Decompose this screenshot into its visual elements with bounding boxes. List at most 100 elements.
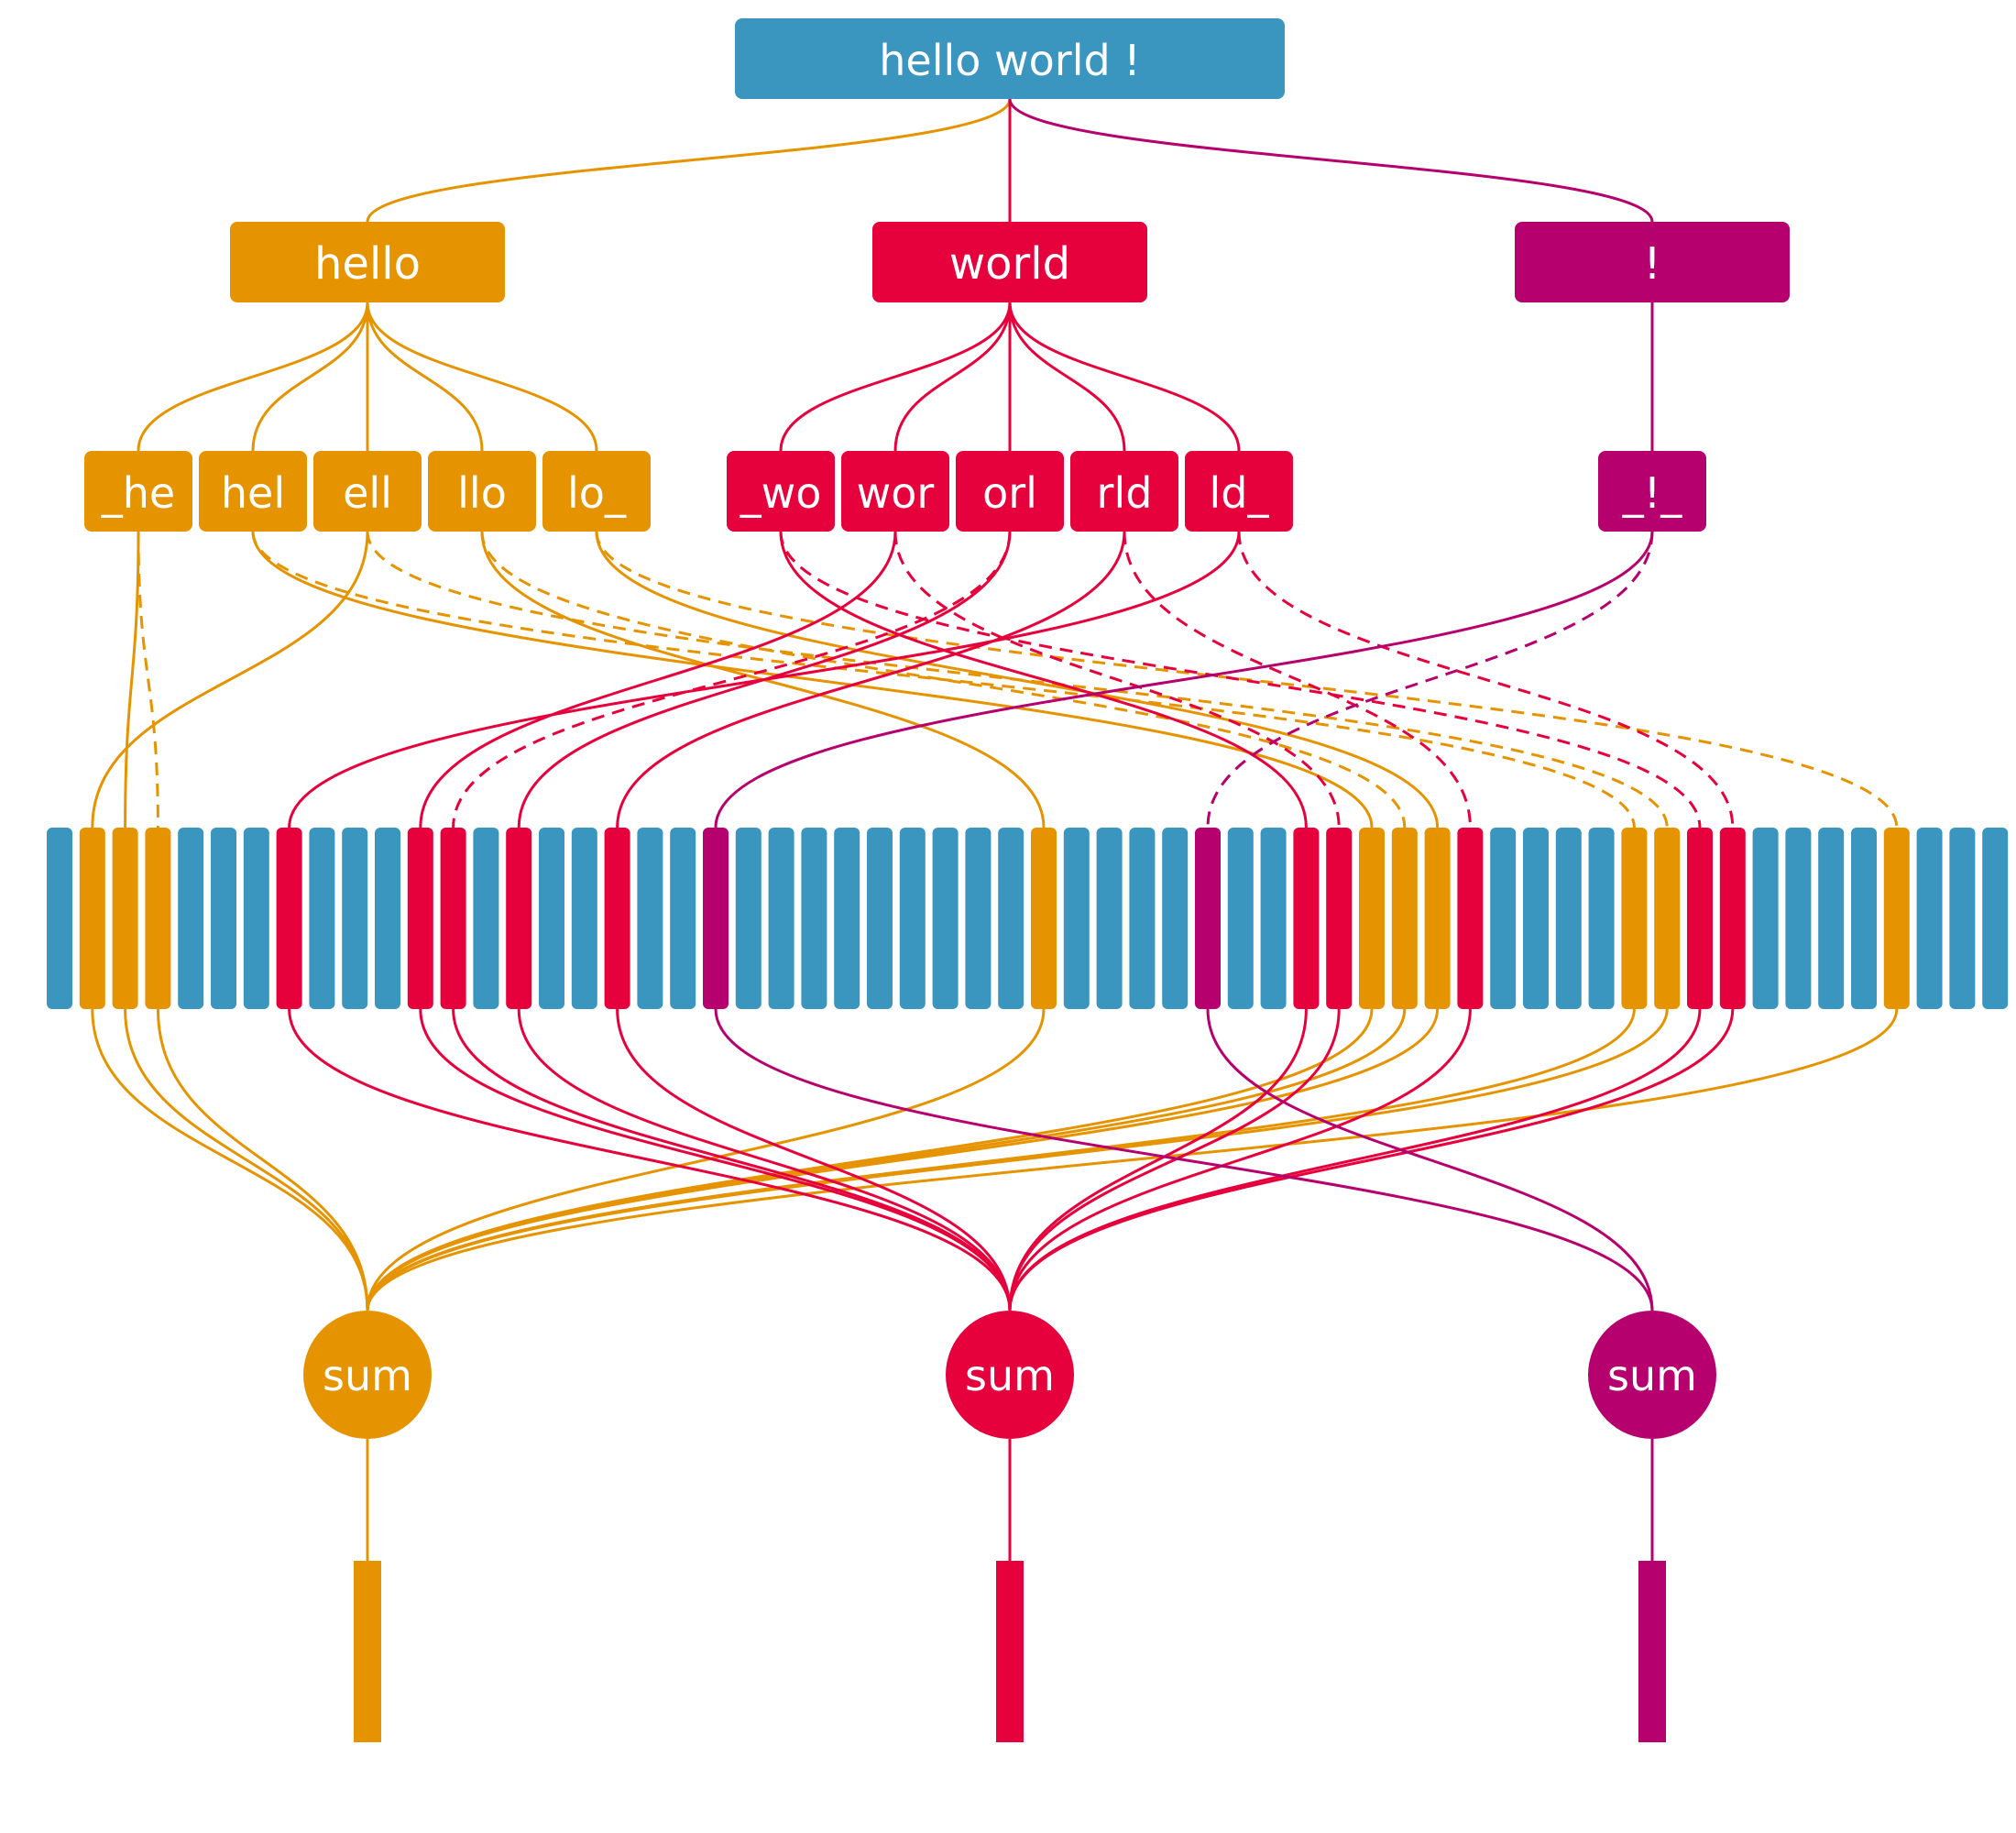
ngram-node-world-3-box [1070,451,1178,532]
link-ngram-0-1-slot-40 [251,531,1374,829]
word-node-world: world [872,222,1147,302]
ngram-node-hello-4-label: lo_ [567,468,627,518]
ngram-node-bang-0-label: _!_ [1622,468,1682,518]
link-world-ngram-0 [779,302,1012,452]
sum-node-1: sum [946,1311,1074,1439]
word-node-hello-label: hello [314,238,421,290]
link-ngram-1-0-slot-38 [779,531,1308,829]
link-slot-56-sum-0 [366,1008,1899,1312]
embedding-slot-38 [1293,828,1320,1009]
embedding-slot-48 [1621,828,1648,1009]
ngram-node-bang-0: _!_ [1598,451,1706,532]
ngram-node-world-4-label: ld_ [1210,468,1270,518]
ngram-node-world-0: _wo [727,451,835,532]
embedding-slot-4 [178,828,204,1009]
embedding-slot-40 [1359,828,1385,1009]
link-ngram-1-4-slot-7 [288,531,1241,829]
link-slot-1-sum-0 [91,1008,369,1312]
link-world-ngram-4 [1008,302,1241,452]
link-slot-39-sum-1 [1008,1008,1341,1312]
ngram-node-world-1-label: wor [857,468,935,518]
link-slot-38-sum-1 [1008,1008,1308,1312]
link-ngram-1-1-slot-39 [893,531,1341,829]
embedding-slot-19 [670,828,696,1009]
embedding-slot-43 [1457,828,1484,1009]
ngram-node-hello-2: ell [313,451,422,532]
sum-node-2: sum [1588,1311,1716,1439]
link-hello-ngram-1 [251,302,369,452]
link-ngram-1-4-slot-51 [1237,531,1735,829]
link-slot-43-sum-1 [1008,1008,1472,1312]
embedding-slot-3 [145,828,171,1009]
link-slot-30-sum-0 [366,1008,1046,1312]
output-vector-1 [996,1561,1024,1742]
link-slot-49-sum-0 [366,1008,1669,1312]
sum-node-0: sum [303,1311,432,1439]
embedding-slot-21 [735,828,761,1009]
ngram-node-hello-1-label: hel [221,468,285,518]
sum-node-label-0: sum [323,1351,412,1400]
embedding-slot-11 [407,828,433,1009]
embedding-slot-42 [1424,828,1451,1009]
embedding-slot-52 [1752,828,1779,1009]
link-slot-48-sum-0 [366,1008,1636,1312]
embedding-slot-57 [1916,828,1943,1009]
ngram-node-hello-3: llo [428,451,536,532]
link-root-hello [366,98,1012,223]
embedding-slot-30 [1031,828,1057,1009]
embedding-slot-54 [1818,828,1845,1009]
word-node-bang-box [1515,222,1790,302]
embedding-slot-33 [1129,828,1156,1009]
root-sentence-node-label: hello world ! [879,36,1141,85]
link-slot-17-sum-1 [616,1008,1012,1312]
link-ngram-1-0-slot-50 [779,531,1702,829]
embedding-slot-59 [1982,828,2009,1009]
link-ngram-1-3-slot-17 [616,531,1126,829]
ngram-node-world-1: wor [841,451,949,532]
root-sentence-node-box [735,18,1285,99]
ngram-node-world-2-label: orl [982,468,1037,518]
connection-lines [91,98,1899,1561]
link-slot-35-sum-2 [1206,1008,1654,1312]
embedding-slot-18 [637,828,663,1009]
link-slot-3-sum-0 [156,1008,369,1312]
word-node-bang-label: ! [1643,238,1660,290]
ngram-node-world-1-box [841,451,949,532]
link-ngram-0-0-slot-3 [137,531,159,829]
ngram-node-hello-3-label: llo [457,468,507,518]
sum-node-label-2: sum [1607,1351,1697,1400]
root-sentence-node: hello world ! [735,18,1285,99]
embedding-slot-9 [342,828,368,1009]
embedding-slot-51 [1719,828,1746,1009]
sum-node-label-1: sum [965,1351,1055,1400]
word-node-world-label: world [949,238,1070,290]
embedding-slot-31 [1063,828,1090,1009]
sum-node-circle-2 [1588,1311,1716,1439]
embedding-slot-10 [375,828,400,1009]
ngram-node-world-2-box [956,451,1064,532]
embedding-slot-15 [539,828,564,1009]
link-ngram-1-1-slot-11 [419,531,897,829]
embedding-slot-39 [1326,828,1353,1009]
ngram-node-bang-0-box [1598,451,1706,532]
link-hello-ngram-0 [137,302,369,452]
ngram-node-hello-0-box [84,451,192,532]
link-slot-42-sum-0 [366,1008,1440,1312]
link-ngram-1-2-slot-12 [452,531,1012,829]
embedding-slot-32 [1096,828,1123,1009]
embedding-slot-35 [1195,828,1221,1009]
link-slot-14-sum-1 [517,1008,1012,1312]
embedding-slot-14 [506,828,532,1009]
ngram-node-hello-1: hel [199,451,307,532]
embedding-slot-44 [1490,828,1517,1009]
link-world-ngram-3 [1008,302,1126,452]
ngram-node-world-4: ld_ [1185,451,1293,532]
embedding-slot-8 [309,828,335,1009]
output-vector-2 [1638,1561,1666,1742]
link-ngram-0-4-slot-56 [595,531,1899,829]
embedding-slot-47 [1588,828,1615,1009]
embedding-slot-41 [1391,828,1418,1009]
embedding-slot-13 [473,828,499,1009]
link-ngram-2-0-slot-35 [1206,531,1654,829]
